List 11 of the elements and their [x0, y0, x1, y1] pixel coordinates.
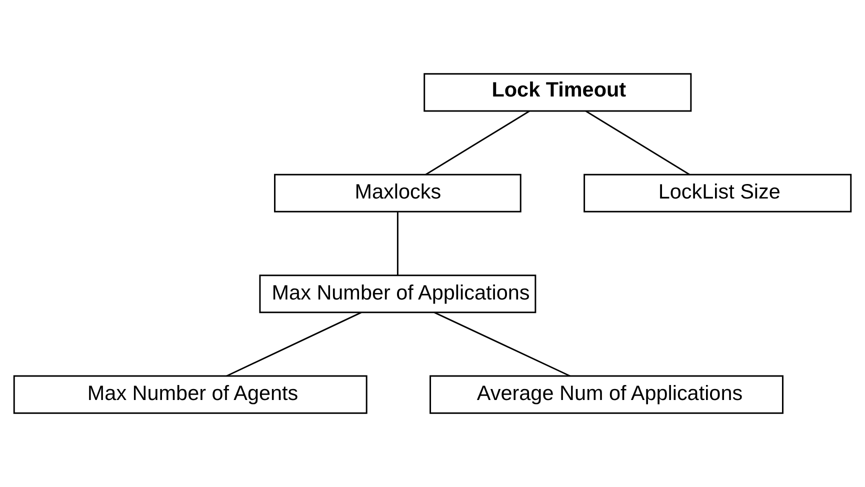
node-box: Max Number of Agents [13, 375, 368, 414]
node-box: LockList Size [584, 174, 852, 212]
connector [226, 312, 362, 377]
connector [585, 110, 690, 176]
node-box: Maxlocks [274, 174, 522, 212]
connector [425, 110, 530, 176]
connector [396, 212, 398, 276]
node-box: Max Number of Applications [259, 274, 536, 314]
node-box: Average Num of Applications [430, 375, 784, 414]
connector [434, 312, 570, 377]
node-box: Lock Timeout [424, 73, 692, 112]
